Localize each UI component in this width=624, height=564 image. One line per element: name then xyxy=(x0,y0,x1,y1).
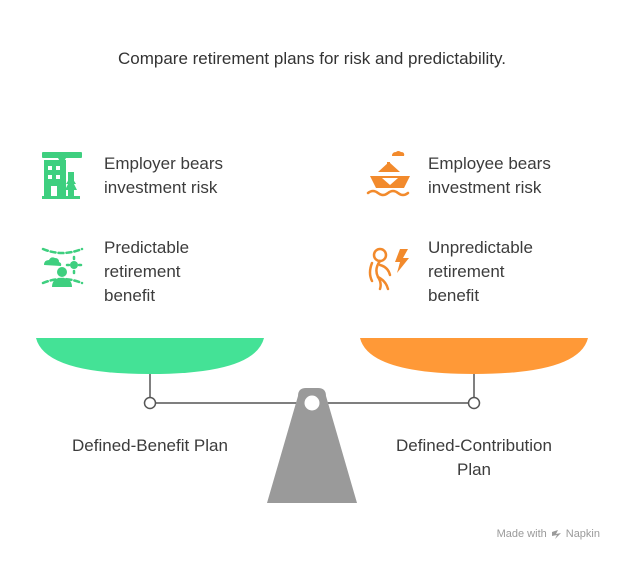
employee-risk-line-1: Employee bears xyxy=(428,154,551,173)
watermark-brand: Napkin xyxy=(565,528,600,540)
sinking-ship-icon xyxy=(364,150,416,202)
unpredictable-benefit-line-3: benefit xyxy=(428,286,480,305)
diagram-title: Compare retirement plans for risk and pr… xyxy=(117,49,506,68)
unpredictable-benefit-line-2: retirement xyxy=(428,262,505,281)
fulcrum-stand xyxy=(267,388,357,503)
unpredictable-benefit-line-1: Unpredictable xyxy=(428,238,533,257)
right-pivot xyxy=(467,396,481,410)
watermark-prefix: Made with xyxy=(496,528,547,540)
employer-risk-text: Employer bears investment risk xyxy=(104,152,223,200)
left-pivot xyxy=(143,396,157,410)
lightning-figure-icon xyxy=(364,243,416,295)
right-pan xyxy=(360,338,588,374)
left-pan xyxy=(36,338,264,374)
employee-risk-text: Employee bears investment risk xyxy=(428,152,551,200)
employee-risk-line-2: investment risk xyxy=(428,178,542,197)
napkin-logo-icon xyxy=(551,529,562,540)
napkin-watermark: Made with Napkin xyxy=(497,528,600,540)
predictable-benefit-line-1: Predictable xyxy=(104,238,190,257)
person-weather-icon xyxy=(40,243,92,295)
predictable-benefit-line-3: benefit xyxy=(104,286,156,305)
defined-contribution-line-1: Defined-Contribution xyxy=(396,436,552,455)
predictable-benefit-text: Predictable retirement benefit xyxy=(104,236,189,308)
employer-risk-line-2: investment risk xyxy=(104,178,218,197)
defined-contribution-line-2: Plan xyxy=(456,460,492,479)
center-pivot xyxy=(304,395,320,411)
defined-benefit-label: Defined-Benefit Plan xyxy=(72,436,228,455)
predictable-benefit-line-2: retirement xyxy=(104,262,181,281)
employer-risk-line-1: Employer bears xyxy=(104,154,224,173)
defined-contribution-label: Defined-Contribution Plan xyxy=(354,434,594,482)
office-building-icon xyxy=(40,150,92,202)
unpredictable-benefit-text: Unpredictable retirement benefit xyxy=(428,236,533,308)
